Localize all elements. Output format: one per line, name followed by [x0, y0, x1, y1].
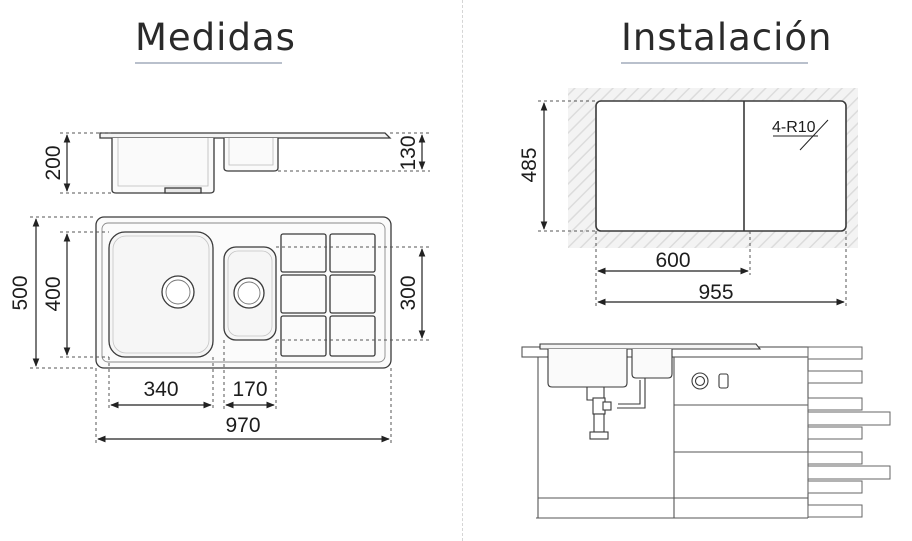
dim-label-970: 970 — [225, 414, 260, 437]
side-profile-dimension-lines — [60, 132, 430, 194]
cutout-dimension-lines — [538, 100, 847, 306]
dim-label-600: 600 — [655, 249, 690, 272]
medidas-heading: Medidas — [135, 16, 296, 59]
top-view-dimension-lines — [30, 216, 430, 444]
section-divider — [462, 0, 463, 541]
dim-label-130: 130 — [397, 135, 420, 170]
instalacion-heading-underline — [621, 62, 808, 64]
sink-top-view — [95, 216, 392, 369]
dim-label-400: 400 — [42, 276, 65, 311]
sink-side-profile — [99, 132, 392, 194]
instalacion-heading: Instalación — [621, 16, 833, 59]
cutout-diagram — [568, 88, 858, 248]
brick-wall — [807, 346, 891, 518]
medidas-heading-underline — [135, 62, 282, 64]
dim-label-485: 485 — [518, 147, 541, 182]
dim-label-170: 170 — [232, 378, 267, 401]
dim-label-200: 200 — [42, 145, 65, 180]
dim-label-340: 340 — [143, 378, 178, 401]
dim-label-955: 955 — [698, 281, 733, 304]
dim-label-300: 300 — [397, 275, 420, 310]
corner-radius-label: 4-R10 — [772, 119, 816, 136]
cabinet-installation-view — [521, 343, 810, 519]
dim-label-500: 500 — [9, 275, 32, 310]
